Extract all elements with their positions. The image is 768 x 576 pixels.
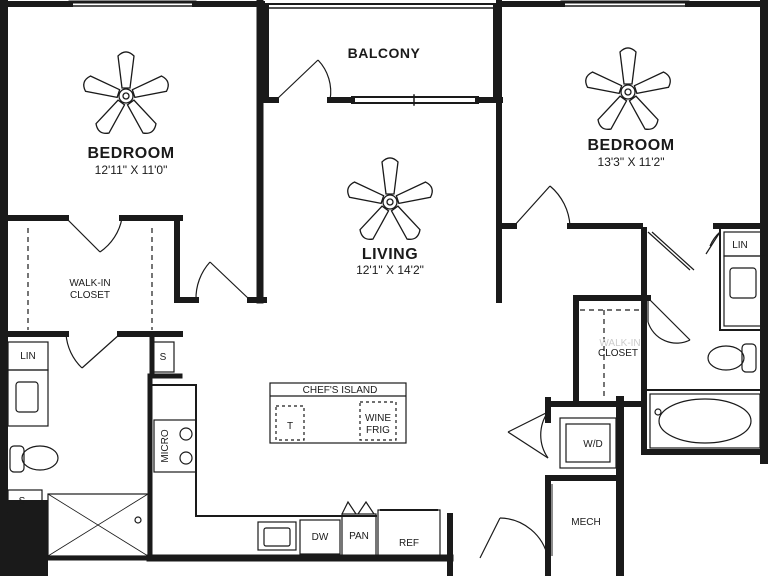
room-label-walkin-right-faded: WALK-IN [599,338,640,349]
ceiling-fan-icon [583,47,673,133]
island-t-label: T [287,421,293,432]
s-label-bottom: S [19,496,26,507]
ceiling-fan-icon [345,157,435,243]
lin-right-label: LIN [732,240,748,251]
room-dims-bedroom-left: 12'11" X 11'0" [95,163,168,177]
room-label-bedroom-left: BEDROOM [87,145,174,162]
ceiling-fan-icon [81,51,171,137]
room-label-bedroom-right: BEDROOM [587,137,674,154]
ref-label: REF [399,538,419,549]
dw-label: DW [312,532,329,543]
room-label-walkin-line2: CLOSET [70,290,110,301]
room-dims-living: 12'1" X 14'2" [356,263,424,277]
room-label-living: LIVING [362,246,418,263]
pan-label: PAN [349,531,369,542]
wd-label: W/D [583,439,602,450]
lin-left-label: LIN [20,351,36,362]
room-label-balcony: BALCONY [348,45,421,61]
room-label-walkin-line1: WALK-IN [69,278,110,289]
wine-label-2: FRIG [366,425,390,436]
wine-label-1: WINE [365,413,391,424]
island-label: CHEF'S ISLAND [303,385,378,396]
room-label-walkin-right: CLOSET [598,348,638,359]
room-dims-bedroom-right: 13'3" X 11'2" [598,155,665,169]
micro-label: MICRO [160,429,171,463]
mech-label: MECH [571,517,600,528]
doors [65,59,721,559]
fixture-outlines [7,228,765,559]
s-label-top: S [160,352,167,363]
